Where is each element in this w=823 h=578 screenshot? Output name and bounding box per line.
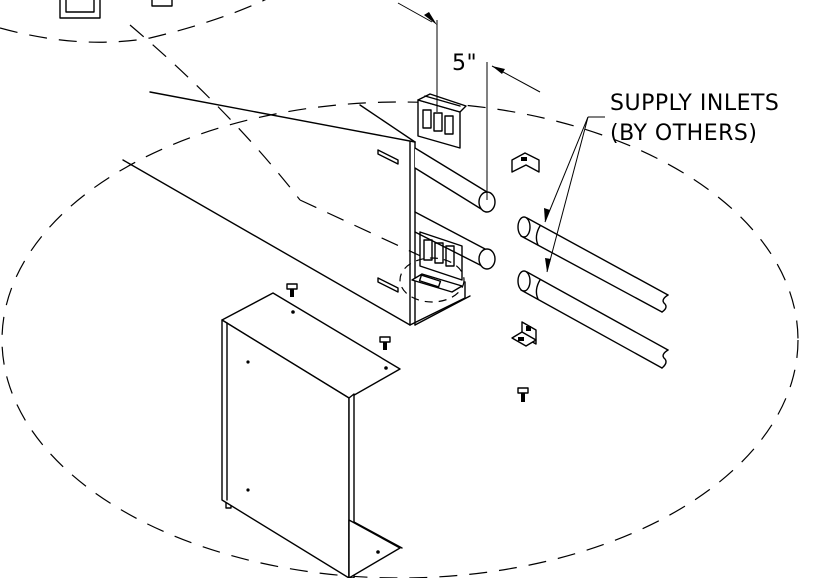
upper-bracket (417, 93, 467, 149)
supply-inlet-pipes (517, 216, 669, 369)
detail-ellipse (1, 101, 799, 578)
detail-leader-right (299, 199, 441, 266)
wall-panel (122, 91, 471, 326)
wall-slots (377, 149, 399, 293)
screw-icon (517, 387, 529, 402)
screw-icon (286, 283, 298, 297)
dimension-label: 5" (452, 51, 477, 76)
angle-clip-top (511, 152, 540, 173)
by-others-label: (BY OTHERS) (610, 121, 757, 146)
angle-clip-bottom (511, 321, 537, 347)
bracket-detail-circle (399, 257, 465, 303)
upper-detail-circle (0, 0, 267, 43)
cover-box (221, 292, 403, 578)
dimension-5in: 5" (397, 2, 541, 200)
supply-inlets-callout: SUPPLY INLETS (BY OTHERS) (544, 91, 779, 273)
detail-leader-left (129, 24, 301, 201)
screw-icon (379, 336, 391, 350)
lower-bracket (411, 231, 463, 293)
wall-pipes (414, 147, 496, 270)
supply-inlets-label: SUPPLY INLETS (610, 91, 779, 116)
